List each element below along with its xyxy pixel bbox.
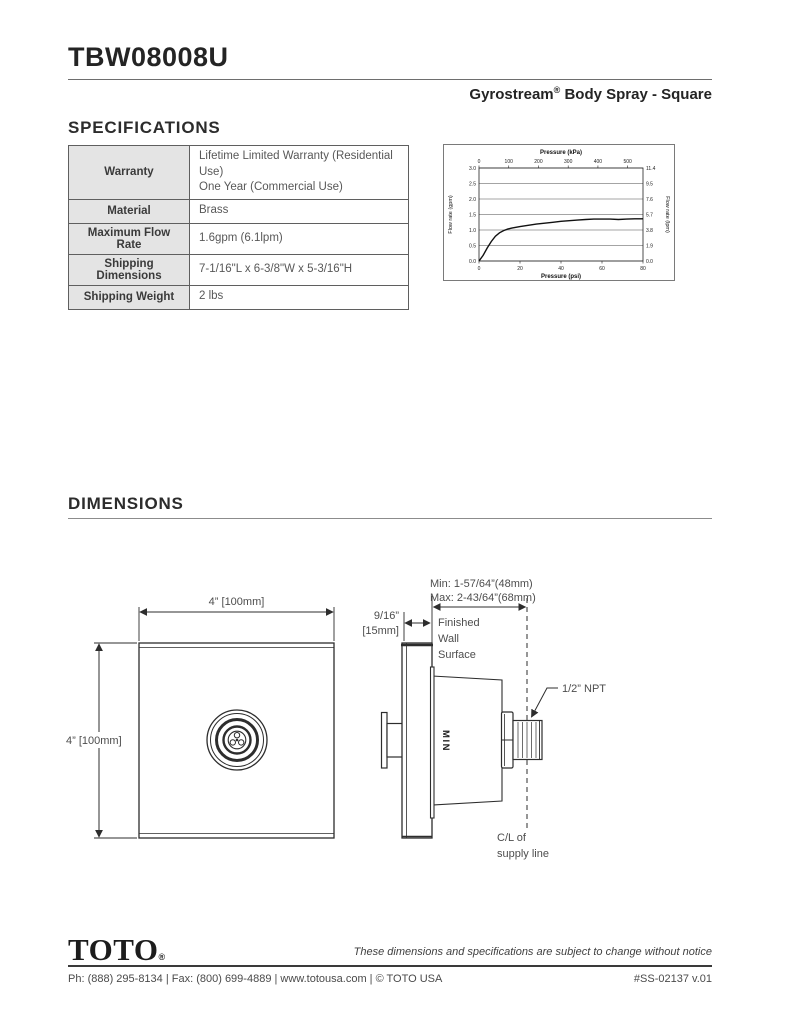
npt-leader-line	[531, 687, 558, 718]
svg-text:0: 0	[478, 159, 481, 165]
technical-drawing: 4” [100mm] 4” [100mm]	[65, 578, 606, 860]
wall-surface-label-2: Wall	[438, 633, 459, 645]
svg-text:400: 400	[594, 159, 603, 165]
spec-value: 2 lbs	[189, 284, 409, 310]
npt-pipe	[512, 719, 543, 761]
svg-text:1.5: 1.5	[469, 212, 476, 218]
footer-contact: Ph: (888) 295-8134 | Fax: (800) 699-4889…	[68, 973, 443, 985]
nozzle-neck	[386, 722, 404, 758]
svg-text:1.0: 1.0	[469, 228, 476, 234]
body-marking-text: MIN	[440, 730, 451, 752]
svg-text:200: 200	[534, 159, 543, 165]
page-title: TBW08008U	[68, 42, 229, 72]
side-wall-plate	[401, 642, 433, 839]
svg-text:40: 40	[558, 266, 564, 272]
svg-text:Flow rate (gpm): Flow rate (gpm)	[448, 195, 454, 234]
footer-notice: These dimensions and specifications are …	[353, 946, 712, 958]
spec-label: Warranty	[68, 145, 190, 200]
toto-logo: TOTO®	[68, 932, 166, 968]
svg-text:7.6: 7.6	[646, 197, 653, 203]
table-row: Shipping Weight 2 lbs	[68, 284, 409, 310]
product-descriptor: Body Spray - Square	[560, 86, 712, 103]
centerline-label-1: C/L of	[497, 832, 527, 844]
front-view	[65, 607, 335, 839]
svg-text:500: 500	[623, 159, 632, 165]
svg-text:100: 100	[505, 159, 514, 165]
title-divider	[68, 79, 712, 80]
table-row: Warranty Lifetime Limited Warranty (Resi…	[68, 145, 409, 200]
table-row: Shipping Dimensions 7-1/16"L x 6-3/8"W x…	[68, 253, 409, 286]
product-subtitle: Gyrostream® Body Spray - Square	[469, 85, 712, 103]
table-row: Maximum Flow Rate 1.6gpm (6.1lpm)	[68, 222, 409, 255]
registered-mark: ®	[553, 85, 561, 95]
wall-surface-label-1: Finished	[438, 617, 480, 629]
specifications-heading: SPECIFICATIONS	[68, 118, 221, 137]
front-width-label: 4” [100mm]	[209, 596, 265, 608]
product-name: Gyrostream	[469, 86, 554, 103]
toto-logo-text: TOTO	[68, 932, 159, 967]
centerline-label-2: supply line	[497, 848, 549, 860]
spec-label: Maximum Flow Rate	[68, 222, 190, 255]
svg-text:0: 0	[478, 266, 481, 272]
spec-label: Shipping Weight	[68, 284, 190, 310]
svg-text:300: 300	[564, 159, 573, 165]
toto-registered-mark: ®	[158, 952, 166, 962]
svg-text:1.9: 1.9	[646, 243, 653, 249]
nozzle-flange	[380, 711, 388, 769]
svg-text:5.7: 5.7	[646, 212, 653, 218]
spray-nozzle	[206, 709, 268, 771]
svg-text:3.0: 3.0	[469, 166, 476, 172]
plate-depth-mm-label: [15mm]	[362, 625, 399, 637]
dimensions-divider	[68, 518, 712, 519]
min-depth-label: Min: 1-57/64”(48mm)	[430, 578, 533, 590]
spec-value: Brass	[189, 198, 409, 224]
npt-label: 1/2” NPT	[562, 683, 606, 695]
side-view	[380, 596, 558, 839]
svg-text:Flow rate (lpm): Flow rate (lpm)	[664, 196, 670, 233]
svg-text:0.0: 0.0	[646, 259, 653, 265]
svg-text:2.5: 2.5	[469, 181, 476, 187]
dimensions-heading: DIMENSIONS	[68, 494, 184, 513]
footer-doc-code: #SS-02137 v.01	[633, 973, 712, 985]
svg-text:0.0: 0.0	[469, 259, 476, 265]
svg-text:20: 20	[517, 266, 523, 272]
svg-text:3.8: 3.8	[646, 228, 653, 234]
specifications-table: Warranty Lifetime Limited Warranty (Resi…	[68, 145, 409, 310]
spec-value: 1.6gpm (6.1lpm)	[189, 222, 409, 255]
spec-label: Shipping Dimensions	[68, 253, 190, 286]
max-depth-label: Max: 2-43/64”(68mm)	[430, 592, 536, 604]
footer-divider	[68, 965, 712, 967]
spec-value: 7-1/16"L x 6-3/8"W x 5-3/16"H	[189, 253, 409, 286]
flow-rate-chart-svg: 0.0 0.5 1.0 1.5 2.0 2.5 3.0 0.0 1.9 3.8 5.7 7.6 9.5 1…	[448, 150, 670, 280]
svg-text:11.4: 11.4	[646, 166, 656, 172]
svg-text:60: 60	[599, 266, 605, 272]
svg-text:2.0: 2.0	[469, 197, 476, 203]
wall-surface-label-3: Surface	[438, 649, 476, 661]
svg-text:Pressure (psi): Pressure (psi)	[541, 274, 581, 280]
table-row: Material Brass	[68, 198, 409, 224]
spec-label: Material	[68, 198, 190, 224]
front-height-label: 4” [100mm]	[66, 735, 122, 747]
plate-depth-inch-label: 9/16”	[374, 610, 399, 622]
svg-text:9.5: 9.5	[646, 181, 653, 187]
svg-text:80: 80	[640, 266, 646, 272]
spec-value: Lifetime Limited Warranty (Residential U…	[189, 145, 409, 200]
svg-text:0.5: 0.5	[469, 243, 476, 249]
svg-text:Pressure (kPa): Pressure (kPa)	[540, 150, 582, 156]
flow-rate-chart: 0.0 0.5 1.0 1.5 2.0 2.5 3.0 0.0 1.9 3.8 5.7 7.6 9.5 1…	[443, 144, 675, 281]
